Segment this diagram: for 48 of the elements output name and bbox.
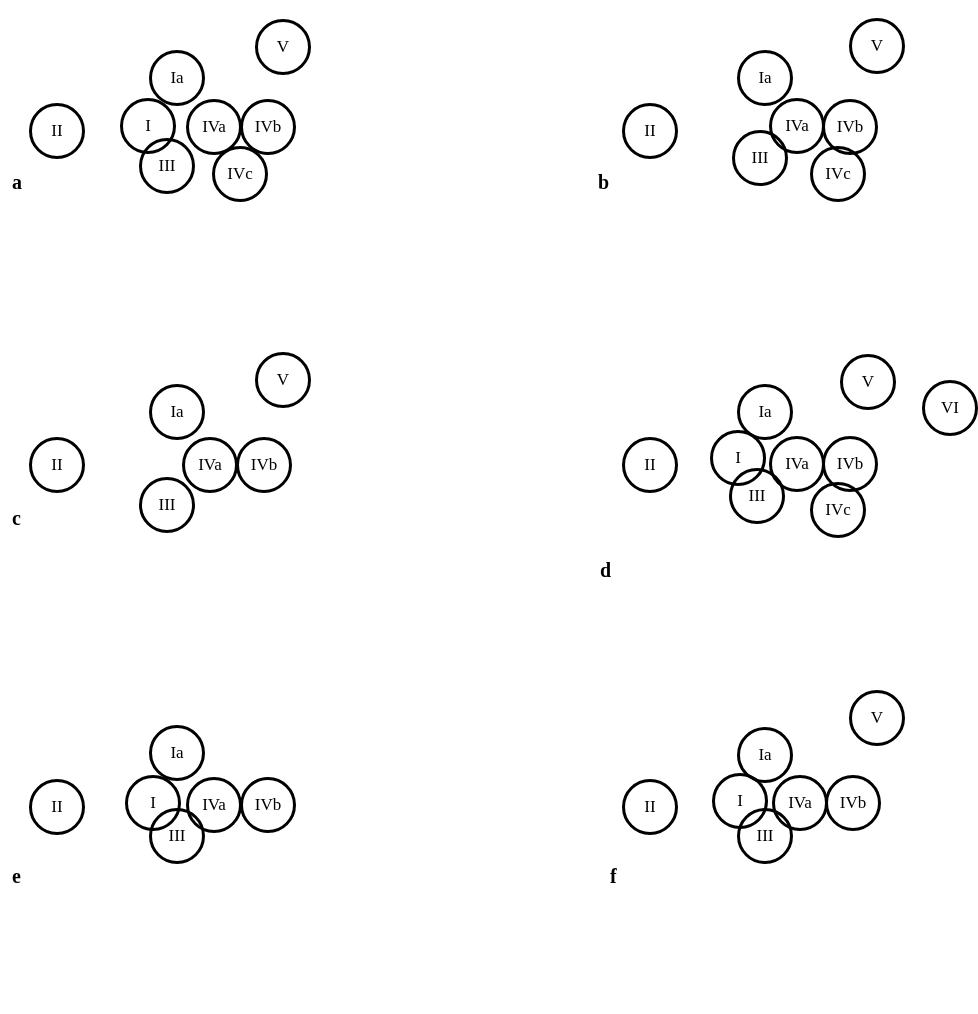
panel-letter: f [610,866,617,886]
circle-node: IVa [769,436,825,492]
circle-node: IVa [186,777,242,833]
circle-node: IVb [825,775,881,831]
circle-node: Ia [149,50,205,106]
circle-node: II [29,779,85,835]
circle-node: IVb [240,777,296,833]
circle-node: Ia [737,384,793,440]
circle-node: III [729,468,785,524]
panel-letter: a [12,172,22,192]
circle-node: I [712,773,768,829]
circle-node: III [139,477,195,533]
circle-node: II [622,103,678,159]
circle-node: III [737,808,793,864]
circle-node: IVb [822,99,878,155]
circle-node: I [120,98,176,154]
circle-node: Ia [737,50,793,106]
circle-node: IVb [240,99,296,155]
circle-node: IVc [810,146,866,202]
circle-node: IVa [769,98,825,154]
circle-node: III [139,138,195,194]
circle-node: IVa [772,775,828,831]
circle-node: IVc [810,482,866,538]
panel-letter: d [600,560,612,580]
circle-node: Ia [149,725,205,781]
circle-node: V [840,354,896,410]
circle-node: III [732,130,788,186]
circle-node: IVb [822,436,878,492]
circle-node: IVa [182,437,238,493]
circle-node: I [710,430,766,486]
circle-node: II [29,103,85,159]
circle-node: II [622,779,678,835]
circle-node: V [849,18,905,74]
circle-node: I [125,775,181,831]
circle-node: Ia [149,384,205,440]
circle-node: IVb [236,437,292,493]
circle-node: VI [922,380,978,436]
circle-node: Ia [737,727,793,783]
panel-letter: e [12,866,21,886]
panel-letter: c [12,508,21,528]
circle-node: IVa [186,99,242,155]
circle-node: IVc [212,146,268,202]
circle-node: V [255,19,311,75]
circle-node: V [849,690,905,746]
circle-node: II [622,437,678,493]
panel-letter: b [598,172,610,192]
circle-node: V [255,352,311,408]
circle-node: II [29,437,85,493]
